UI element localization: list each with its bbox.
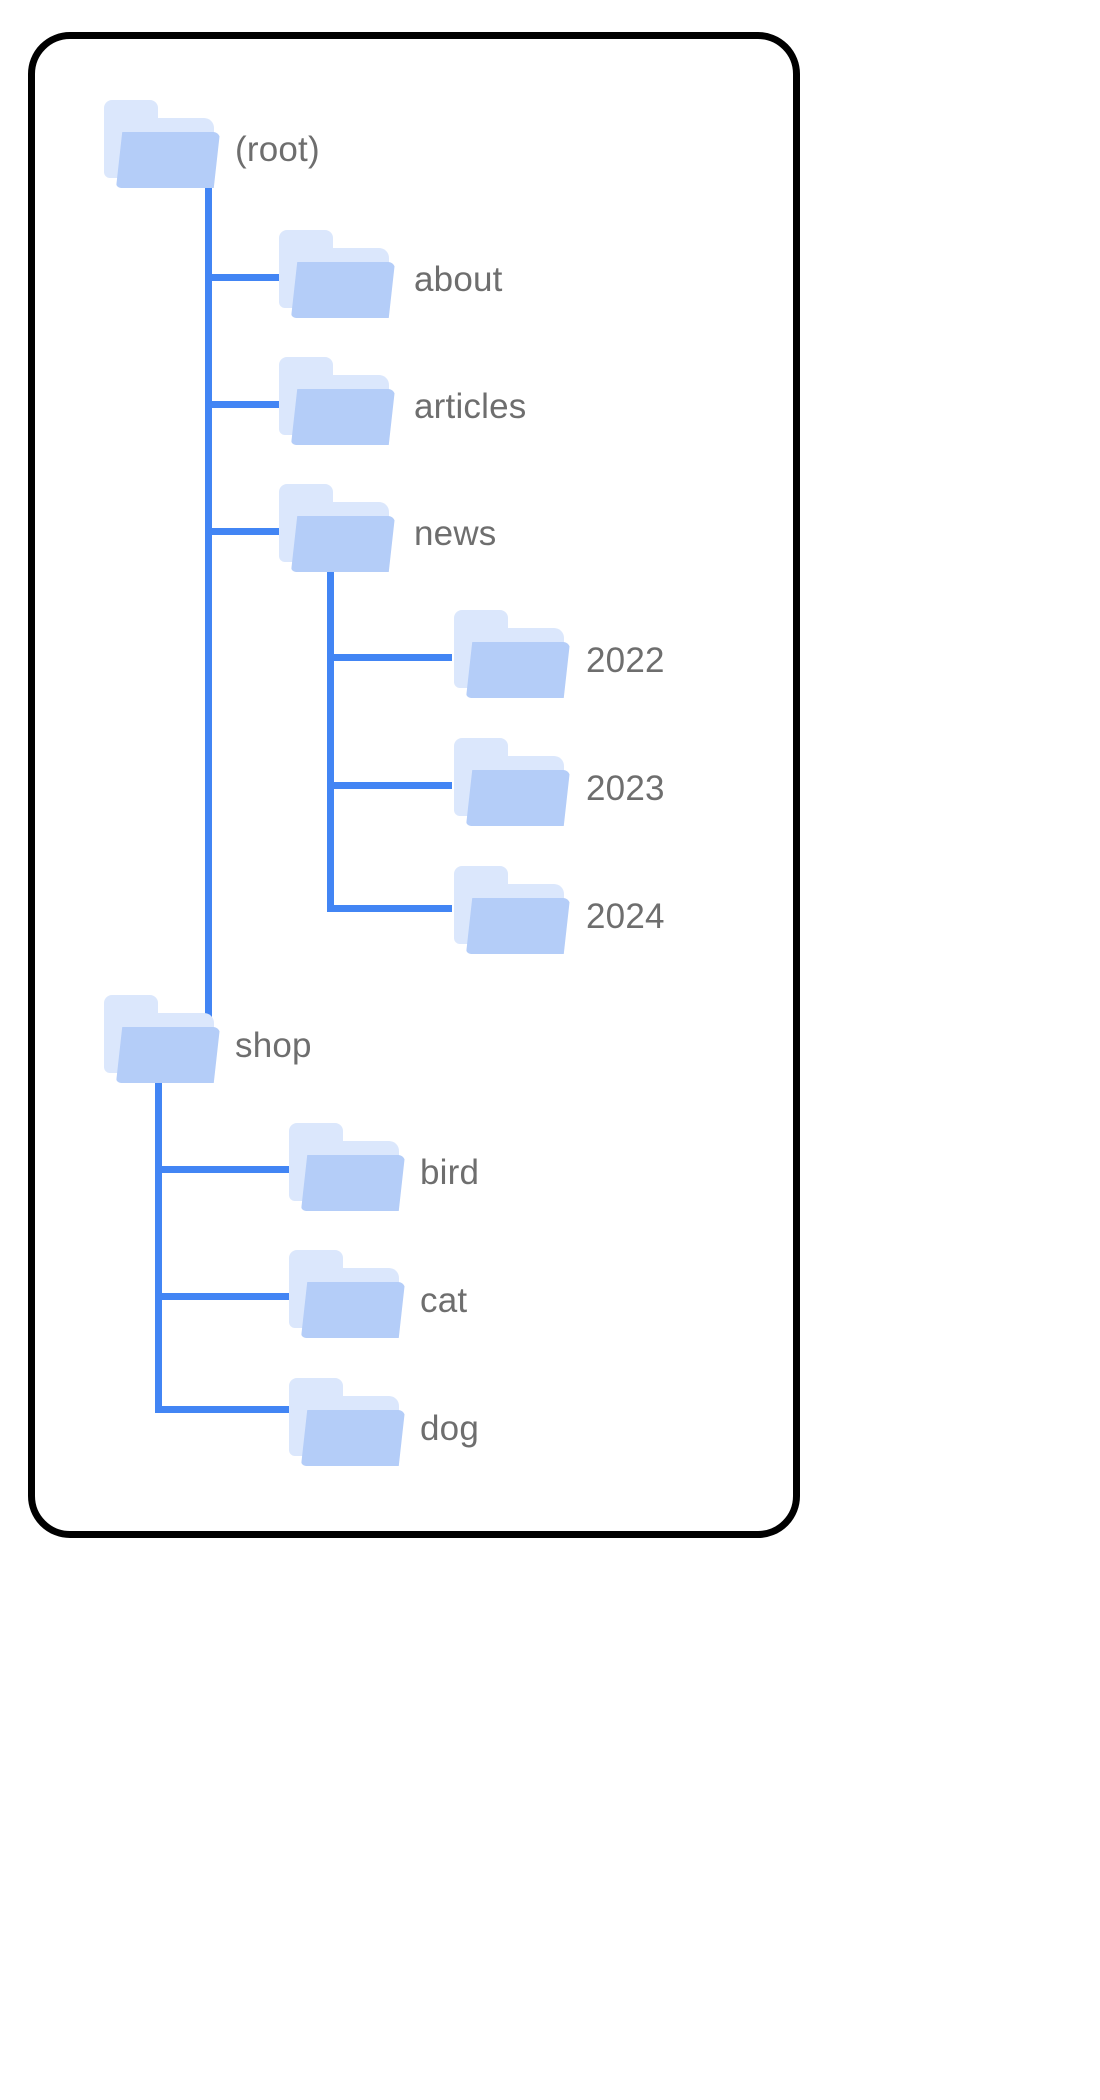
connector-root-articles [205, 401, 325, 408]
folder-front-icon [291, 389, 395, 445]
folder-front-icon [466, 898, 570, 954]
folder-front-icon [301, 1410, 405, 1466]
node-label-shop[interactable]: shop [235, 1026, 312, 1065]
node-label-bird[interactable]: bird [420, 1153, 480, 1192]
node-label-2024[interactable]: 2024 [586, 897, 665, 936]
folder-front-icon [116, 132, 220, 188]
connector-news-2022 [327, 654, 452, 661]
node-label-dog[interactable]: dog [420, 1409, 479, 1448]
connector-shop-bird [155, 1166, 295, 1173]
connector-shop-dog [155, 1406, 295, 1413]
folder-front-icon [301, 1282, 405, 1338]
node-label-cat[interactable]: cat [420, 1281, 468, 1320]
connector-shop-cat [155, 1293, 295, 1300]
node-label-about[interactable]: about [414, 260, 503, 299]
connector-root-news [205, 528, 325, 535]
connector-news-trunk [327, 565, 334, 912]
connector-news-2023 [327, 782, 452, 789]
folder-front-icon [466, 642, 570, 698]
folder-front-icon [291, 516, 395, 572]
node-label-root[interactable]: (root) [235, 130, 320, 169]
connector-news-2024 [327, 905, 452, 912]
folder-front-icon [466, 770, 570, 826]
folder-front-icon [291, 262, 395, 318]
folder-front-icon [301, 1155, 405, 1211]
folder-front-icon [116, 1027, 220, 1083]
connector-root-about [205, 274, 325, 281]
node-label-news[interactable]: news [414, 514, 497, 553]
node-label-2023[interactable]: 2023 [586, 769, 665, 808]
node-label-articles[interactable]: articles [414, 387, 527, 426]
connector-root-trunk [205, 183, 212, 1045]
connector-shop-trunk [155, 1078, 162, 1413]
node-label-2022[interactable]: 2022 [586, 641, 665, 680]
